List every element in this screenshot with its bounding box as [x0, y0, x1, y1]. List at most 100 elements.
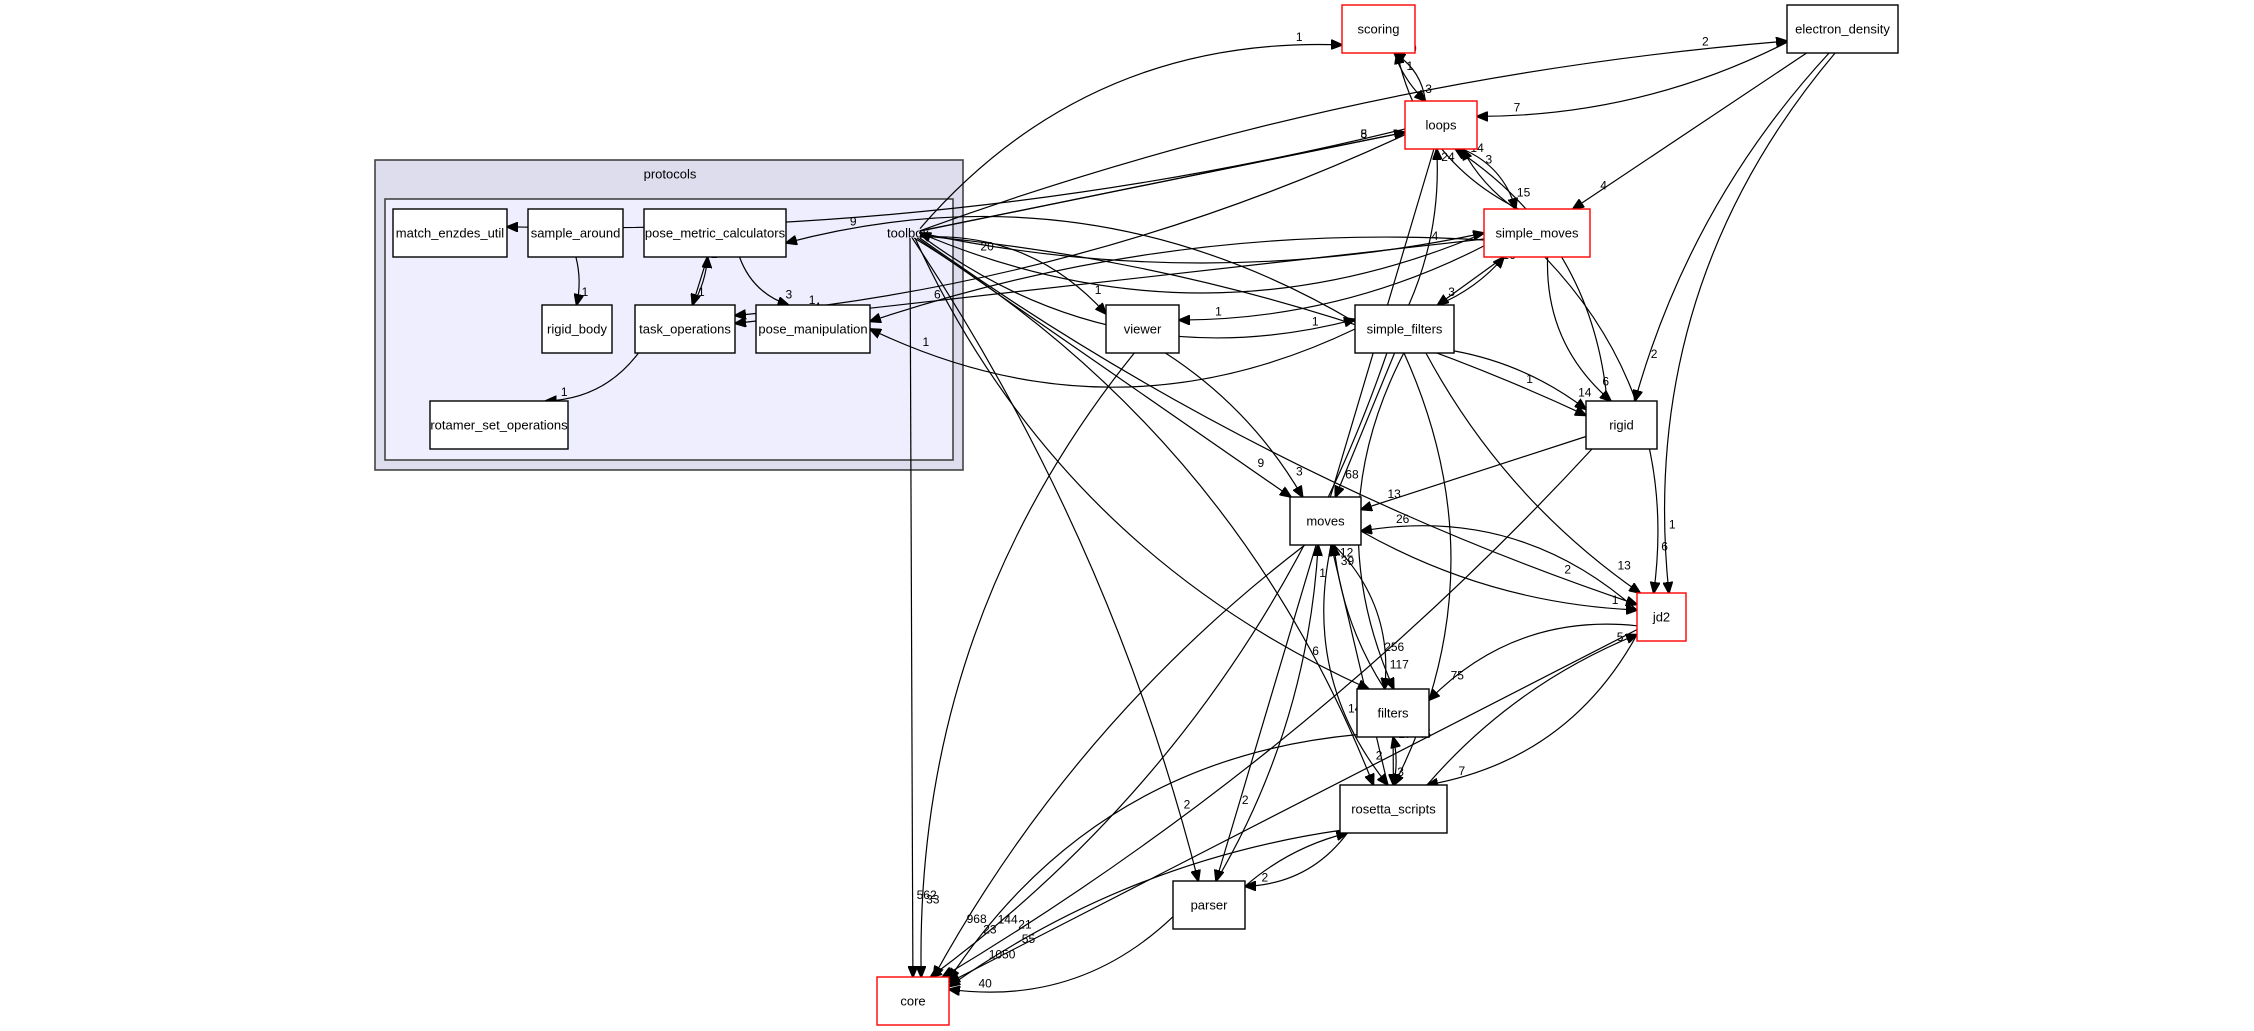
edge-label-simple_filters-to-loops[interactable]: 24: [1441, 150, 1455, 164]
edge-label-toolbox-to-electron_density[interactable]: 2: [1702, 35, 1709, 49]
edge-simple_filters-to-loops[interactable]: [1408, 149, 1438, 306]
edge-label-simple_moves-to-simple_filters[interactable]: 3: [1448, 285, 1455, 299]
edge-toolbox-to-parser[interactable]: [911, 237, 1198, 881]
edge-label-simple_moves-to-rigid[interactable]: 6: [1602, 374, 1609, 388]
edge-label-simple_filters-to-pose_manipulation[interactable]: 1: [923, 335, 930, 349]
edge-electron_density-to-rigid[interactable]: [1635, 52, 1830, 401]
edge-label-toolbox-to-viewer[interactable]: 1: [1095, 283, 1102, 297]
edge-jd2-to-core[interactable]: [949, 629, 1638, 983]
edge-simple_filters-to-rigid[interactable]: [1453, 350, 1586, 409]
edge-simple_moves-to-rigid[interactable]: [1546, 256, 1610, 401]
node-viewer[interactable]: viewer: [1105, 304, 1180, 354]
edge-moves-to-core[interactable]: [934, 544, 1306, 977]
edge-parser-to-rosetta_scripts[interactable]: [1244, 833, 1347, 887]
edge-label-jd2-to-filters[interactable]: 75: [1451, 669, 1465, 683]
edge-label-filters-to-core[interactable]: 23: [983, 922, 997, 936]
node-box[interactable]: [429, 400, 569, 450]
edge-electron_density-to-loops[interactable]: [1477, 41, 1788, 116]
edge-label-toolbox-to-jd2[interactable]: 2: [1564, 563, 1571, 577]
edge-label-toolbox-to-loops[interactable]: 5: [1361, 127, 1368, 141]
node-box[interactable]: [1636, 592, 1687, 642]
edge-sample_around-to-rigid_body[interactable]: [576, 256, 579, 305]
edge-label-toolbox-to-moves[interactable]: 9: [1258, 456, 1265, 470]
node-task-operations[interactable]: task_operations: [634, 304, 736, 354]
edge-label-moves-to-core[interactable]: 968: [967, 912, 987, 926]
edge-rosetta_scripts-to-moves[interactable]: [1331, 545, 1389, 786]
node-box[interactable]: [1172, 880, 1246, 930]
node-box[interactable]: [1341, 4, 1416, 54]
edge-rosetta_scripts-to-jd2[interactable]: [1426, 635, 1637, 786]
edge-rosetta_scripts-to-core[interactable]: [949, 829, 1341, 986]
edge-label-simple_moves-to-toolbox[interactable]: 20: [980, 240, 994, 254]
edge-moves-to-rosetta_scripts[interactable]: [1323, 544, 1388, 785]
edge-toolbox-to-filters[interactable]: [914, 237, 1369, 689]
edge-label-scoring-to-loops[interactable]: 3: [1425, 82, 1432, 96]
edge-simple_filters-to-pose_metric_calculators[interactable]: [786, 215, 1356, 323]
edge-label-filters-to-moves[interactable]: 12: [1340, 546, 1354, 560]
node-box[interactable]: [1354, 304, 1455, 354]
edge-rigid-to-core[interactable]: [943, 448, 1593, 977]
edge-label-toolbox-to-loops[interactable]: 8: [1361, 127, 1368, 141]
edge-toolbox-to-scoring[interactable]: [919, 44, 1342, 229]
edge-label-pose_metric_calculators-to-pose_manipulation[interactable]: 3: [786, 287, 793, 301]
edge-label-moves-to-filters[interactable]: 117: [1390, 657, 1409, 671]
edge-label-simple_filters-to-moves[interactable]: 68: [1345, 468, 1359, 482]
edge-label-rosetta_scripts-to-core[interactable]: 1050: [989, 948, 1016, 962]
edge-filters-to-moves[interactable]: [1334, 545, 1386, 690]
edge-simple_filters-to-simple_moves[interactable]: [1437, 257, 1504, 306]
edge-label-rosetta_scripts-to-moves[interactable]: 39: [1341, 554, 1355, 568]
edge-task_operations-to-rotamer_set_operations[interactable]: [546, 352, 639, 401]
edge-toolbox-to-rigid[interactable]: [919, 235, 1586, 416]
edge-label-parser-to-core[interactable]: 40: [979, 977, 993, 991]
edge-label-rosetta_scripts-to-jd2[interactable]: 5: [1617, 630, 1624, 644]
node-parser[interactable]: parser: [1172, 880, 1246, 930]
edge-pose_metric_calculators-to-pose_manipulation[interactable]: [738, 256, 789, 305]
edge-label-simple_moves-to-jd2[interactable]: 6: [1661, 540, 1668, 554]
node-box[interactable]: [1483, 208, 1591, 258]
edge-simple_moves-to-pose_manipulation[interactable]: [870, 236, 1485, 321]
node-box[interactable]: [643, 208, 787, 258]
edge-electron_density-to-simple_moves[interactable]: [1573, 52, 1807, 209]
node-match-enzdes-util[interactable]: match_enzdes_util: [392, 208, 508, 258]
edge-label-moves-to-jd2[interactable]: 1: [1612, 593, 1619, 607]
node-scoring[interactable]: scoring: [1341, 4, 1416, 54]
edge-label-toolbox-to-core[interactable]: 562: [917, 888, 937, 902]
edge-label-toolbox-to-simple_moves[interactable]: 4: [1432, 229, 1439, 243]
edge-viewer-to-moves[interactable]: [1165, 352, 1302, 497]
node-box[interactable]: [1105, 304, 1180, 354]
node-box[interactable]: [1585, 400, 1658, 450]
edge-parser-to-core[interactable]: [949, 916, 1174, 992]
edge-electron_density-to-jd2[interactable]: [1665, 52, 1836, 593]
node-moves[interactable]: moves: [1289, 496, 1362, 546]
edge-label-rigid-to-core[interactable]: 21: [1018, 918, 1032, 932]
edge-label-rosetta_scripts-to-parser[interactable]: 2: [1262, 870, 1269, 884]
edge-label-simple_filters-to-core[interactable]: 144: [998, 912, 1018, 926]
node-box[interactable]: [1786, 4, 1899, 54]
edge-label-simple_filters-to-pose_metric_calculators[interactable]: 9: [850, 214, 857, 228]
node-box[interactable]: [755, 304, 871, 354]
edge-simple_filters-to-jd2[interactable]: [1425, 352, 1640, 593]
edge-label-toolbox-to-scoring[interactable]: 1: [1296, 30, 1303, 44]
edge-label-loops-to-task_operations[interactable]: 1: [809, 293, 816, 307]
edge-jd2-to-filters[interactable]: [1429, 623, 1638, 700]
node-rotamer-set-operations[interactable]: rotamer_set_operations: [429, 400, 569, 450]
edge-label-toolbox-to-rigid[interactable]: 1: [1526, 372, 1533, 386]
edge-label-simple_filters-to-jd2[interactable]: 13: [1618, 559, 1632, 573]
edge-simple_filters-to-core[interactable]: [931, 352, 1388, 977]
edge-label-simple_moves-to-viewer[interactable]: 1: [1215, 304, 1222, 318]
edge-moves-to-filters[interactable]: [1333, 544, 1386, 689]
edge-label-viewer-to-moves[interactable]: 3: [1296, 465, 1303, 479]
edge-label-loops-to-parser[interactable]: 2: [1242, 793, 1249, 807]
node-jd2[interactable]: jd2: [1636, 592, 1687, 642]
edge-label-toolbox-to-parser[interactable]: 2: [1184, 797, 1191, 811]
edge-toolbox-to-loops[interactable]: [919, 132, 1405, 232]
edge-rosetta_scripts-to-filters[interactable]: [1393, 737, 1396, 786]
edge-label-simple_filters-to-rigid[interactable]: 14: [1578, 386, 1592, 400]
edge-loops-to-task_operations[interactable]: [735, 134, 1406, 316]
node-box[interactable]: [527, 208, 624, 258]
node-sample-around[interactable]: sample_around: [527, 208, 624, 258]
edge-label-toolbox-to-filters[interactable]: 6: [1312, 644, 1319, 658]
edge-label-simple_filters-to-filters[interactable]: 256: [1384, 640, 1404, 654]
edge-toolbox-to-rosetta_scripts[interactable]: [913, 237, 1373, 785]
edge-moves-to-jd2[interactable]: [1360, 530, 1637, 610]
